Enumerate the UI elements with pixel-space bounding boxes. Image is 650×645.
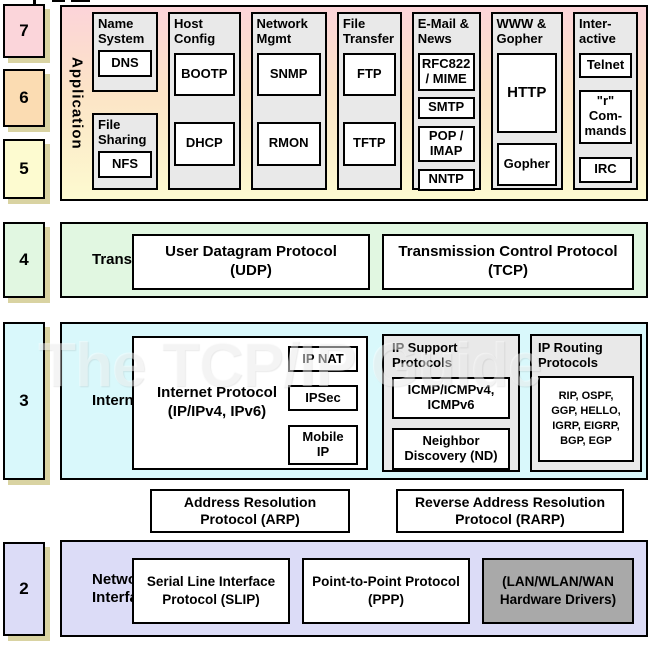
protocol-box-nntp: NNTP — [417, 168, 475, 191]
network-mgmt-title: Network Mgmt — [256, 16, 308, 47]
network-mgmt-group: Network Mgmt SNMP RMON — [250, 12, 327, 190]
file-transfer-group: File Transfer FTP TFTP — [336, 12, 402, 190]
protocol-box-udp: User Datagram Protocol (UDP) — [132, 234, 370, 290]
protocol-box-ftp: FTP — [342, 52, 396, 96]
protocol-box-neighbor-discovery: Neighbor Discovery (ND) — [392, 427, 510, 470]
protocol-box-nfs: NFS — [98, 150, 152, 178]
osi-layer-3-box: 3 — [3, 322, 45, 480]
osi-layer-6-number: 6 — [19, 88, 29, 107]
protocol-box-snmp: SNMP — [256, 52, 321, 96]
protocol-box-http: HTTP — [496, 52, 558, 133]
file-sharing-title: File Sharing — [98, 117, 147, 148]
protocol-box-bootp: BOOTP — [174, 52, 235, 96]
protocol-box-routing-protocols: RIP, OSPF, GGP, HELLO, IGRP, EIGRP, BGP,… — [538, 375, 634, 462]
ip-routing-protocols-group: IP Routing Protocols RIP, OSPF, GGP, HEL… — [530, 334, 642, 472]
protocol-box-ip: Internet Protocol (IP/IPv4, IPv6) IP NAT… — [132, 336, 368, 470]
email-news-group: E-Mail & News RFC822 / MIME SMTP POP / I… — [411, 12, 481, 191]
file-transfer-title: File Transfer — [342, 16, 395, 47]
application-layer-band: Application Name System DNS File Sharing… — [60, 5, 648, 201]
protocol-box-dhcp: DHCP — [174, 121, 235, 166]
protocol-box-dns: DNS — [98, 49, 152, 77]
protocol-box-ppp: Point-to-Point Protocol (PPP) — [302, 558, 470, 624]
protocol-box-icmp: ICMP/ICMPv4, ICMPv6 — [392, 376, 510, 419]
protocol-box-pop-imap: POP / IMAP — [417, 125, 475, 162]
osi-layer-3-number: 3 — [19, 391, 29, 410]
name-system-group: Name System DNS — [92, 12, 158, 92]
app-column-name-system-file-sharing: Name System DNS File Sharing NFS — [92, 12, 158, 190]
protocol-box-r-commands: "r" Com- mands — [579, 89, 632, 144]
clipped-edge-mark — [52, 0, 65, 2]
protocol-box-tcp: Transmission Control Protocol (TCP) — [382, 234, 634, 290]
protocol-box-slip: Serial Line Interface Protocol (SLIP) — [132, 558, 290, 624]
osi-layer-2-number: 2 — [19, 579, 29, 598]
protocol-box-mobile-ip: Mobile IP — [288, 425, 358, 465]
protocol-box-hardware-drivers: (LAN/WLAN/WAN Hardware Drivers) — [482, 558, 634, 624]
protocol-box-ipsec: IPSec — [288, 385, 358, 411]
ip-routing-protocols-title: IP Routing Protocols — [538, 340, 603, 371]
host-config-group: Host Config BOOTP DHCP — [168, 12, 241, 190]
host-config-title: Host Config — [174, 16, 216, 47]
ip-support-protocols-group: IP Support Protocols ICMP/ICMPv4, ICMPv6… — [382, 334, 520, 472]
www-gopher-group: WWW & Gopher HTTP Gopher — [490, 12, 564, 190]
osi-layer-4-number: 4 — [19, 250, 29, 269]
file-sharing-group: File Sharing NFS — [92, 113, 158, 190]
osi-layer-6-box: 6 — [3, 69, 45, 127]
osi-layer-4-box: 4 — [3, 222, 45, 298]
ip-sub-protocols: IP NAT IPSec Mobile IP — [288, 346, 358, 465]
protocol-box-rfc822-mime: RFC822 / MIME — [417, 52, 475, 91]
protocol-box-smtp: SMTP — [417, 96, 475, 119]
protocol-box-gopher: Gopher — [496, 142, 558, 186]
www-gopher-title: WWW & Gopher — [496, 16, 547, 47]
osi-layer-5-number: 5 — [19, 159, 29, 178]
ip-title: Internet Protocol (IP/IPv4, IPv6) — [156, 384, 277, 420]
protocol-box-irc: IRC — [579, 156, 632, 183]
name-system-title: Name System — [98, 16, 145, 47]
clipped-edge-mark — [33, 0, 36, 5]
interactive-title: Inter- active — [579, 16, 616, 47]
protocol-box-ip-nat: IP NAT — [288, 346, 358, 372]
clipped-edge-mark — [71, 0, 90, 2]
protocol-box-rmon: RMON — [256, 121, 321, 166]
protocol-box-telnet: Telnet — [579, 52, 632, 78]
ip-support-protocols-title: IP Support Protocols — [392, 340, 458, 371]
osi-layer-2-box: 2 — [3, 542, 45, 636]
interactive-group: Inter- active Telnet "r" Com- mands IRC — [573, 12, 638, 190]
osi-layer-5-box: 5 — [3, 139, 45, 199]
email-news-title: E-Mail & News — [417, 16, 470, 47]
protocol-box-rarp: Reverse Address Resolution Protocol (RAR… — [396, 489, 624, 533]
application-columns: Name System DNS File Sharing NFS Host Co… — [90, 7, 646, 199]
osi-layer-7-number: 7 — [19, 21, 29, 40]
protocol-box-tftp: TFTP — [342, 121, 396, 166]
osi-layer-7-box: 7 — [3, 4, 45, 58]
protocol-box-arp: Address Resolution Protocol (ARP) — [150, 489, 350, 533]
transport-layer-band: Transport User Datagram Protocol (UDP) T… — [60, 222, 648, 298]
internet-layer-band: Internet Internet Protocol (IP/IPv4, IPv… — [60, 322, 648, 480]
network-interface-layer-band: Network Interface Serial Line Interface … — [60, 540, 648, 637]
application-layer-label: Application — [68, 56, 86, 150]
